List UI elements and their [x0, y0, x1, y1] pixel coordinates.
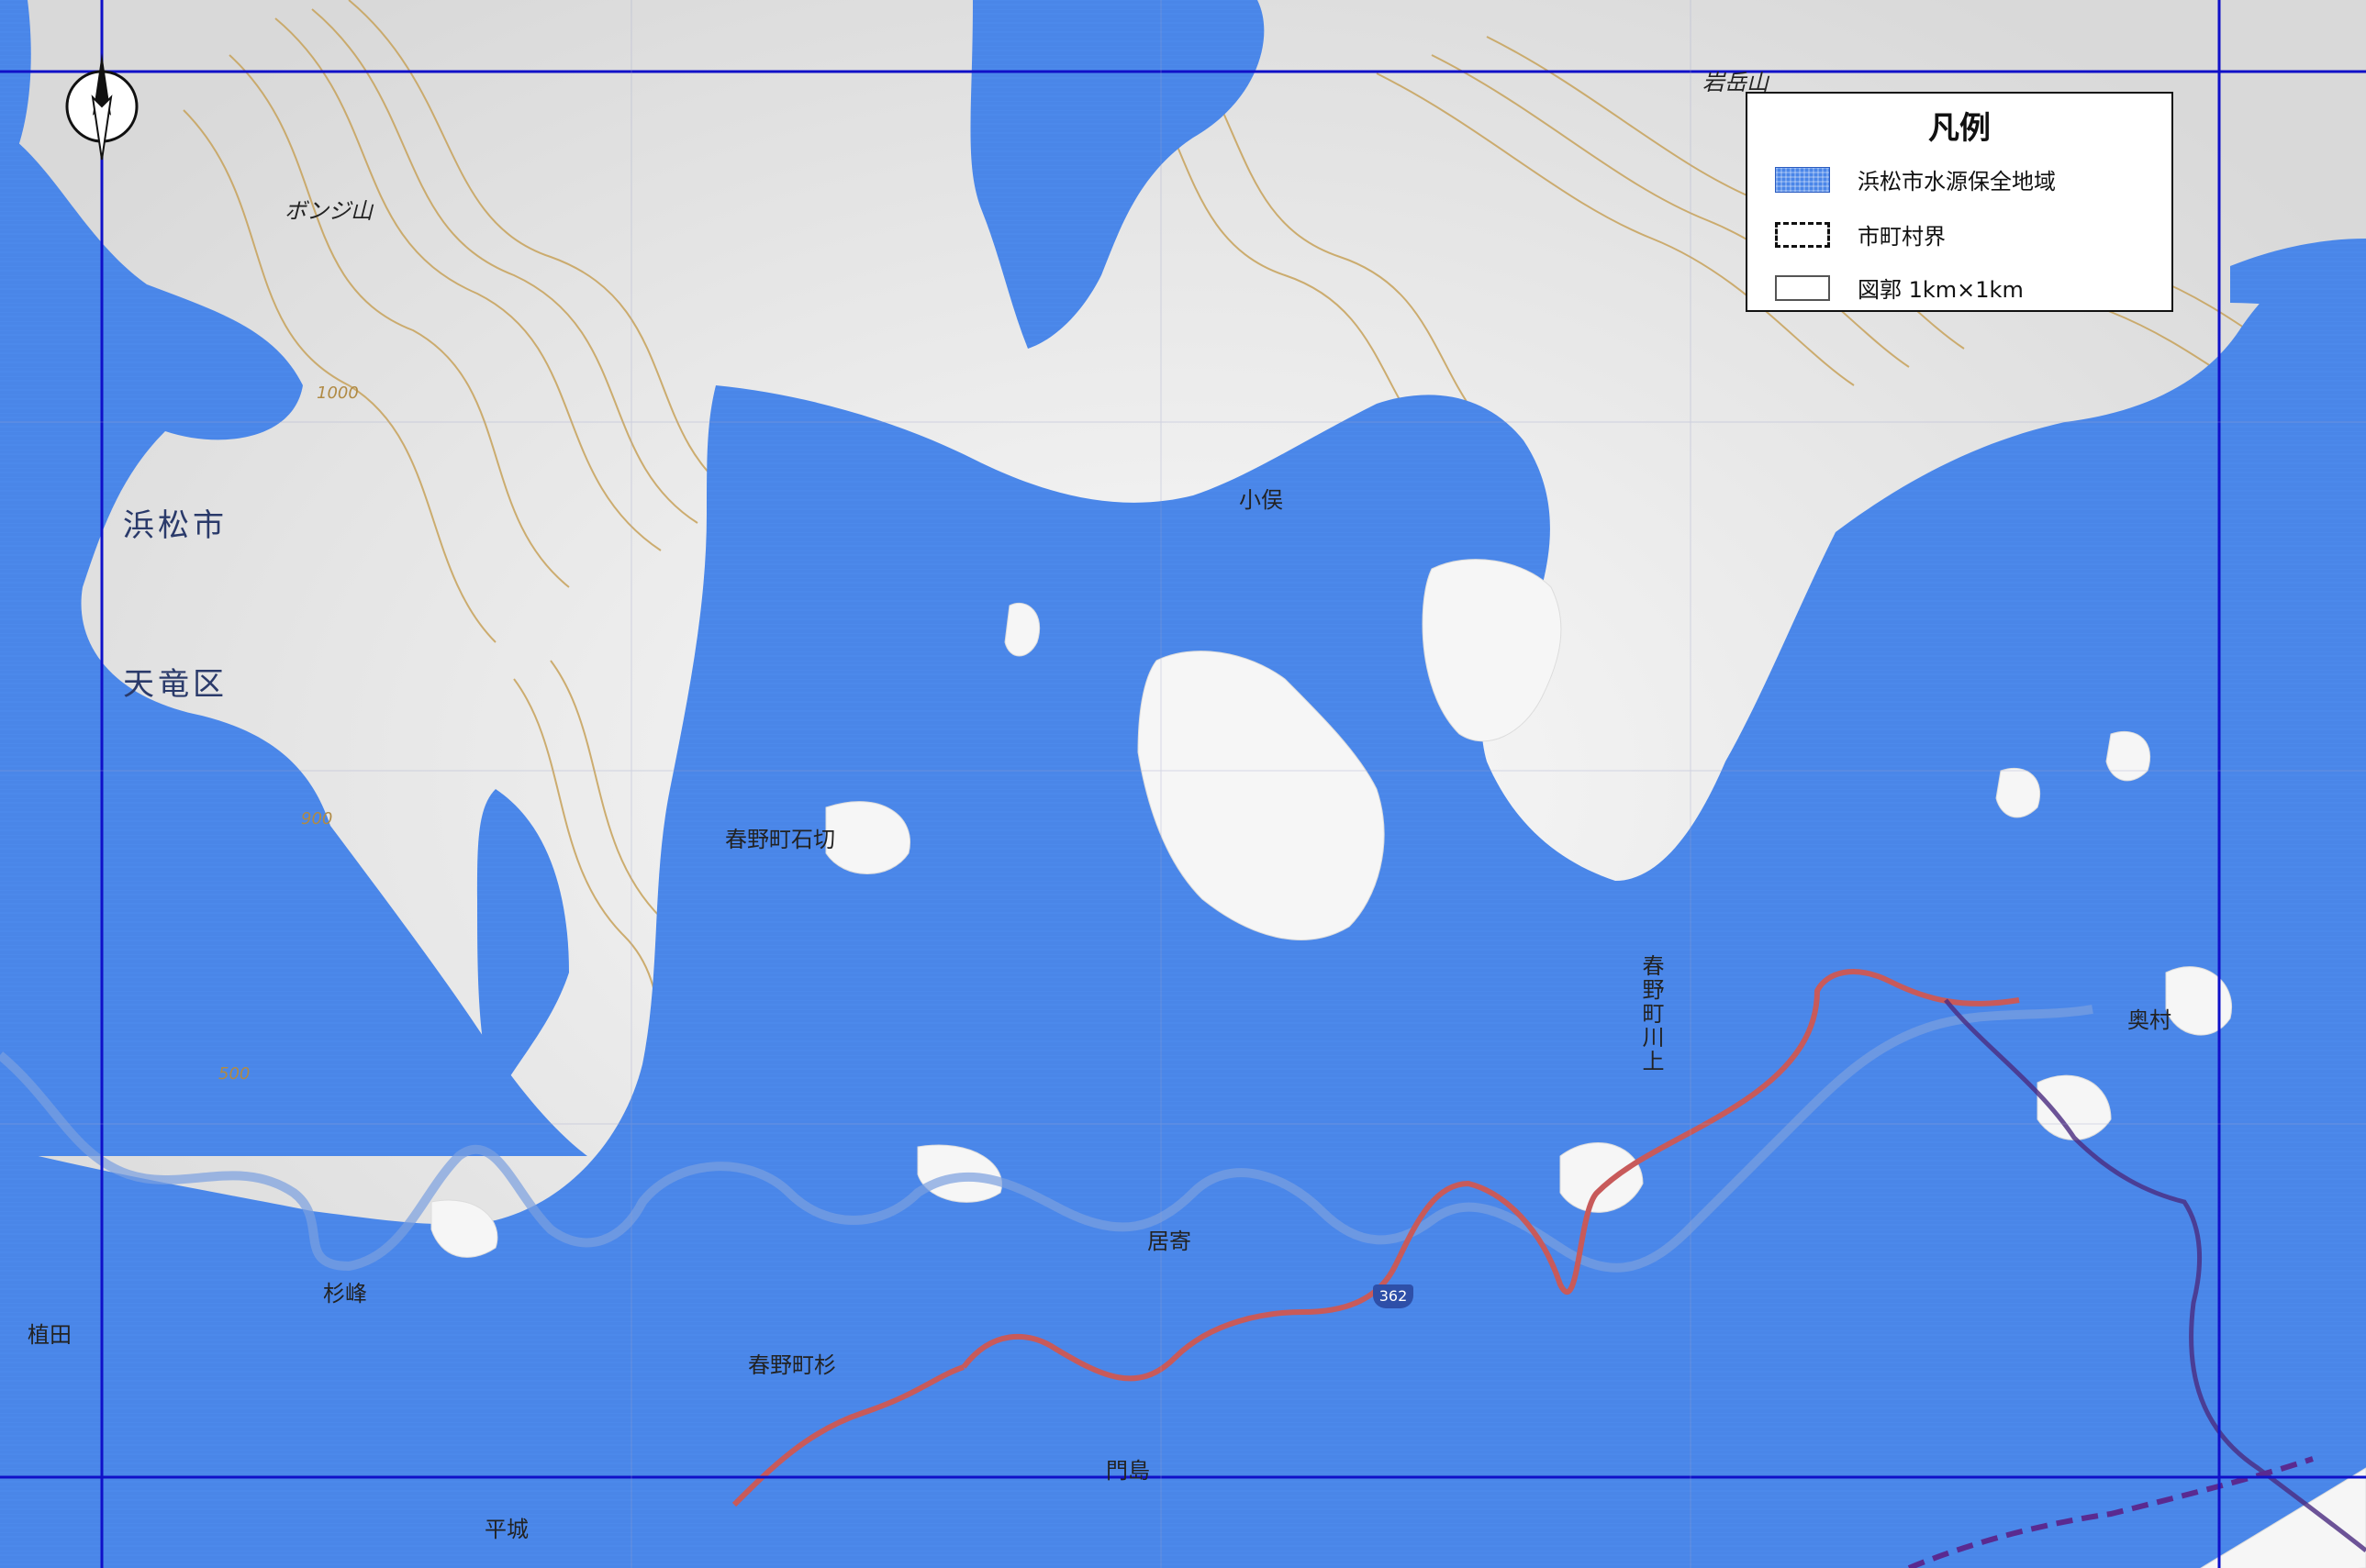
label-bonji-peak: ボンジ山	[285, 198, 373, 224]
label-kawakami: 春野町川上	[1638, 954, 1664, 1073]
north-arrow-icon	[65, 53, 139, 161]
contour-label-500: 500	[218, 1064, 251, 1084]
label-monjima: 門島	[1106, 1458, 1150, 1484]
national-road-362-lower	[731, 1364, 965, 1507]
contour-label-1000: 1000	[317, 384, 359, 403]
legend-item-grid: 図郭 1km×1km	[1775, 272, 2024, 304]
label-komata: 小俣	[1239, 487, 1283, 513]
label-hiraki: 平城	[485, 1517, 529, 1542]
legend-label: 浜松市水源保全地域	[1858, 169, 2056, 195]
label-ishigiri: 春野町石切	[725, 827, 835, 852]
legend-label: 市町村界	[1858, 224, 1946, 250]
label-haruno-sugi: 春野町杉	[748, 1352, 836, 1378]
map-legend: 凡例 浜松市水源保全地域 市町村界 図郭 1km×1km	[1746, 92, 2173, 312]
non-protected-patches	[430, 559, 2366, 1568]
legend-label: 図郭 1km×1km	[1858, 277, 2024, 303]
label-ueda: 植田	[28, 1322, 72, 1348]
label-iwatake-peak: 岩岳山	[1702, 70, 1769, 95]
municipal-boundary-dashed	[1907, 1456, 2314, 1568]
label-okumura: 奥村	[2127, 1007, 2171, 1033]
national-road-362	[961, 969, 2020, 1382]
legend-item-water-source: 浜松市水源保全地域	[1775, 163, 2056, 195]
grid-swatch	[1775, 274, 1830, 301]
label-iyori: 居寄	[1147, 1229, 1191, 1254]
contour-label-900: 900	[301, 809, 333, 828]
route-362-shield: 362	[1373, 1284, 1413, 1308]
legend-title: 凡例	[1928, 110, 1991, 147]
label-sugimine: 杉峰	[323, 1281, 367, 1307]
water-source-swatch	[1775, 166, 1830, 193]
boundary-swatch	[1775, 221, 1830, 248]
legend-item-boundary: 市町村界	[1775, 218, 1946, 250]
river	[0, 1005, 2093, 1273]
label-tenryu: 天竜区	[123, 666, 228, 703]
label-hamamatsu: 浜松市	[123, 507, 228, 544]
